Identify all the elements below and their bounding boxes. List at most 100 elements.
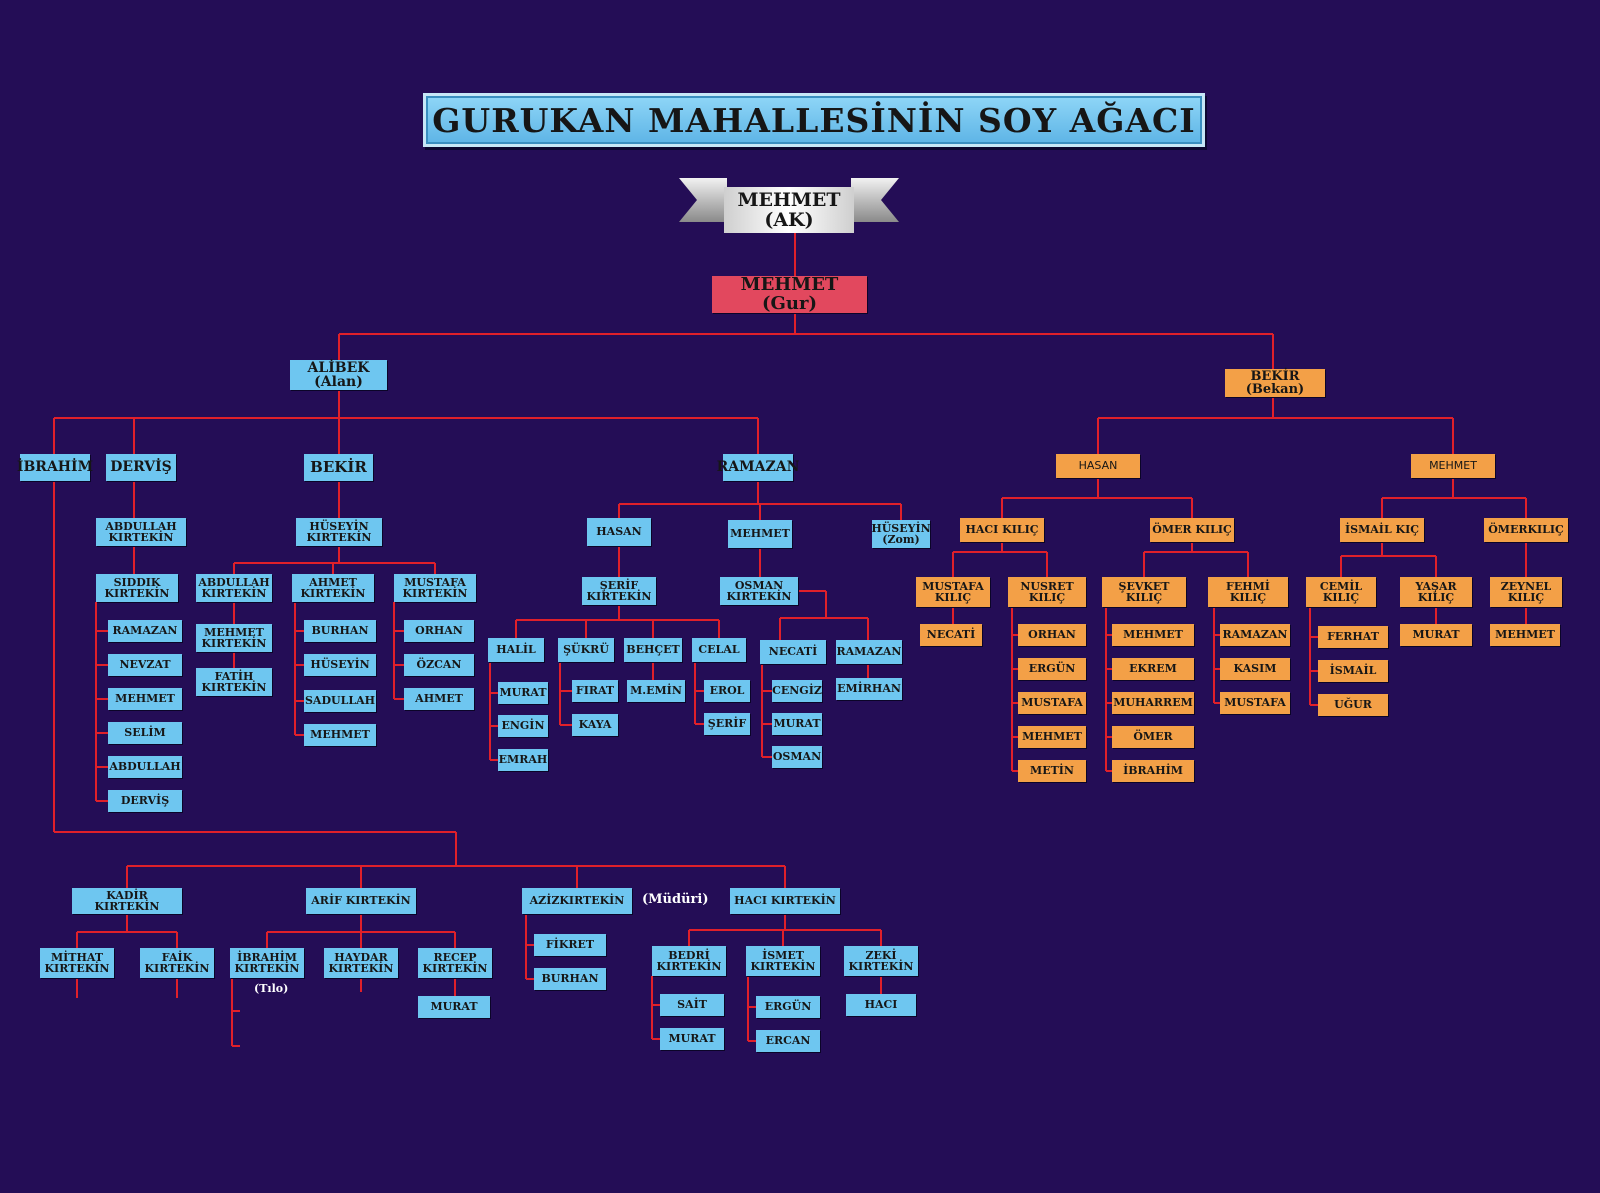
node-halil-child-emrah: EMRAH: [498, 749, 548, 771]
node-mustafa-kilic: MUSTAFA KILIÇ: [916, 577, 990, 607]
node-cemil-kilic: CEMİL KILIÇ: [1306, 577, 1376, 607]
note-tilo: (Tılo): [254, 982, 289, 995]
node-siddik-child-selim: SELİM: [108, 722, 182, 744]
node-fehmi-child-mustafa: MUSTAFA: [1220, 692, 1290, 714]
node-haydar-kirtekin: HAYDAR KIRTEKİN: [324, 948, 398, 978]
node-huseyin-kirtekin: HÜSEYİN KIRTEKİN: [296, 518, 382, 546]
node-osman-child-ramazan: RAMAZAN: [836, 640, 902, 664]
node-ramazan: RAMAZAN: [717, 454, 799, 481]
node-kadir-kirtekin: KADİR KIRTEKİN: [72, 888, 182, 914]
node-siddik-kirtekin: SIDDIK KIRTEKİN: [96, 574, 178, 602]
node-ibrahim-kirtekin: İBRAHİM KIRTEKİN: [230, 948, 304, 978]
node-haci-kirtekin: HACI KIRTEKİN: [730, 888, 840, 914]
node-behcet-child-memin: M.EMİN: [627, 680, 685, 702]
page-title: GURUKAN MAHALLESİNİN SOY AĞACI: [423, 93, 1205, 147]
node-sevket-kilic: ŞEVKET KILIÇ: [1102, 577, 1186, 607]
node-ramazan-child-mehmet: MEHMET: [728, 520, 792, 548]
node-mustafa-child-ahmet: AHMET: [404, 688, 474, 710]
node-ramazan-child-emirhan: EMİRHAN: [836, 678, 902, 700]
node-necati-child-murat: MURAT: [772, 713, 822, 735]
node-celal: CELAL: [692, 638, 746, 662]
node-fikret: FİKRET: [534, 934, 606, 956]
node-mustafa-child-orhan: ORHAN: [404, 620, 474, 642]
node-sukru: ŞÜKRÜ: [558, 638, 614, 662]
node-mustafa-kirtekin: MUSTAFA KIRTEKİN: [394, 574, 476, 602]
node-yasar-child-murat: MURAT: [1400, 624, 1472, 646]
node-siddik-child-dervis: DERVİŞ: [108, 790, 182, 812]
node-ramazan-child-hasan: HASAN: [587, 518, 651, 546]
node-faik-kirtekin: FAİK KIRTEKİN: [140, 948, 214, 978]
node-siddik-child-abdullah: ABDULLAH: [108, 756, 182, 778]
node-fehmi-kilic: FEHMİ KILIÇ: [1208, 577, 1288, 607]
node-ramazan-child-huseyin-zom: HÜSEYİN (Zom): [871, 520, 931, 548]
node-fehmi-child-ramazan: RAMAZAN: [1220, 624, 1290, 646]
node-bekir-bekan: BEKİR (Bekan): [1225, 369, 1325, 397]
node-halil: HALİL: [488, 638, 544, 662]
node-halil-child-murat: MURAT: [498, 682, 548, 704]
ribbon-shape: [679, 178, 899, 233]
node-ahmet-child-burhan: BURHAN: [304, 620, 376, 642]
node-cemil-child-ugur: UĞUR: [1318, 694, 1388, 716]
node-nusret-child-mehmet: MEHMET: [1018, 726, 1086, 748]
node-sevket-child-omer: ÖMER: [1112, 726, 1194, 748]
node-arif-kirtekin: ARİF KIRTEKİN: [306, 888, 416, 914]
node-behcet: BEHÇET: [624, 638, 682, 662]
node-aziz-kirtekin: AZİZKIRTEKİN: [522, 888, 632, 914]
node-bekir: BEKİR: [304, 454, 373, 481]
node-recep-child-murat: MURAT: [418, 996, 490, 1018]
root-label: MEHMET (AK): [724, 187, 854, 233]
node-ahmet-child-sadullah: SADULLAH: [304, 690, 376, 712]
node-mustafa-child-ozcan: ÖZCAN: [404, 654, 474, 676]
node-zeynel-kilic: ZEYNEL KILIÇ: [1490, 577, 1562, 607]
node-ahmet-child-huseyin: HÜSEYİN: [304, 654, 376, 676]
node-necati-child-cengiz: CENGİZ: [772, 680, 822, 702]
node-nusret-kilic: NUSRET KILIÇ: [1008, 577, 1086, 607]
node-halil-child-engin: ENGİN: [498, 715, 548, 737]
node-zeynel-child-mehmet: MEHMET: [1490, 624, 1560, 646]
node-burhan-2: BURHAN: [534, 968, 606, 990]
node-serif-kirtekin: ŞERİF KIRTEKİN: [582, 577, 656, 605]
node-siddik-child-mehmet: MEHMET: [108, 688, 182, 710]
node-ismet-kirtekin: İSMET KIRTEKİN: [746, 946, 820, 976]
node-nusret-child-ergun: ERGÜN: [1018, 658, 1086, 680]
node-ahmet-kirtekin: AHMET KIRTEKİN: [292, 574, 374, 602]
note-muduri: (Müdüri): [642, 892, 709, 907]
node-mehmet-gur: MEHMET (Gur): [712, 275, 867, 313]
node-cemil-child-ismail: İSMAİL: [1318, 660, 1388, 682]
node-necati-child-osman: OSMAN: [772, 746, 822, 768]
node-sevket-child-mehmet: MEHMET: [1112, 624, 1194, 646]
node-bedri-child-murat: MURAT: [660, 1028, 724, 1050]
node-fehmi-child-kasim: KASIM: [1220, 658, 1290, 680]
node-sukru-child-firat: FIRAT: [572, 680, 618, 702]
root-name: MEHMET: [737, 189, 841, 211]
node-dervis: DERVİŞ: [106, 454, 176, 481]
node-mithat-kirtekin: MİTHAT KIRTEKİN: [40, 948, 114, 978]
node-nusret-child-mustafa: MUSTAFA: [1018, 692, 1086, 714]
node-bedri-child-sait: SAİT: [660, 994, 724, 1016]
node-mehmet-kirtekin: MEHMET KIRTEKİN: [196, 624, 272, 652]
node-siddik-child-ramazan: RAMAZAN: [108, 620, 182, 642]
node-sevket-child-ibrahim: İBRAHİM: [1112, 760, 1194, 782]
node-ismail-kic: İSMAİL KIÇ: [1340, 518, 1424, 542]
node-celal-child-erol: EROL: [704, 680, 750, 702]
node-haci-kilic: HACI KILIÇ: [960, 518, 1044, 542]
node-nusret-child-metin: METİN: [1018, 760, 1086, 782]
node-sevket-child-ekrem: EKREM: [1112, 658, 1194, 680]
node-ibrahim: İBRAHİM: [17, 454, 93, 481]
node-zeki-kirtekin: ZEKİ KIRTEKİN: [844, 946, 918, 976]
node-sukru-child-kaya: KAYA: [572, 714, 618, 736]
node-fatih-kirtekin: FATİH KIRTEKİN: [196, 668, 272, 696]
node-abdullah-kirtekin-2: ABDULLAH KIRTEKİN: [196, 574, 272, 602]
node-alibek: ALİBEK (Alan): [290, 360, 387, 390]
node-cemil-child-ferhat: FERHAT: [1318, 626, 1388, 648]
node-omer-kilic: ÖMER KILIÇ: [1150, 518, 1234, 542]
node-mustafa-child-necati: NECATİ: [920, 624, 982, 646]
node-recep-kirtekin: RECEP KIRTEKİN: [418, 948, 492, 978]
node-yasar-kilic: YAŞAR KILIÇ: [1400, 577, 1472, 607]
node-nusret-child-orhan: ORHAN: [1018, 624, 1086, 646]
root-banner: MEHMET (AK): [679, 178, 899, 234]
node-ahmet-child-mehmet: MEHMET: [304, 724, 376, 746]
node-osman-kirtekin: OSMAN KIRTEKİN: [720, 577, 798, 605]
node-siddik-child-nevzat: NEVZAT: [108, 654, 182, 676]
